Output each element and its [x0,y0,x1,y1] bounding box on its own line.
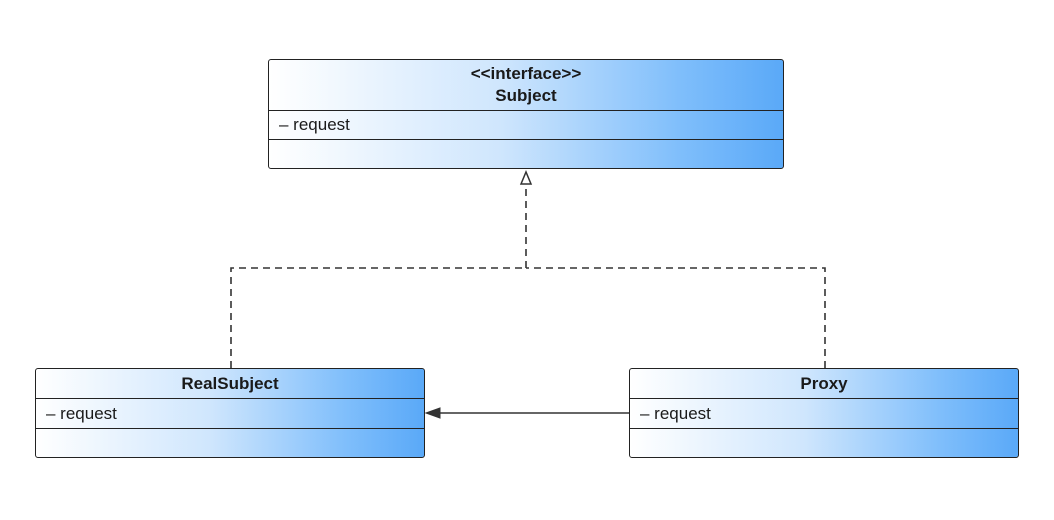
attributes-compartment: – request [630,399,1018,429]
hollow-triangle-arrowhead [519,170,533,185]
realization-branch-realsubject [230,267,526,368]
realization-branch-proxy [526,267,826,368]
attributes-compartment: – request [269,111,783,140]
class-proxy[interactable]: Proxy – request [629,368,1019,458]
attribute-item: – request [279,115,350,134]
realization-edge [230,181,826,368]
operations-compartment [630,429,1018,457]
stereotype-label: <<interface>> [470,64,582,83]
class-subject[interactable]: <<interface>> Subject – request [268,59,784,169]
operations-compartment [36,429,424,457]
class-name: Proxy [800,373,848,393]
class-realsubject[interactable]: RealSubject – request [35,368,425,458]
filled-arrowhead [424,407,441,419]
operations-compartment [269,140,783,168]
class-header: Proxy [630,369,1018,399]
class-header: RealSubject [36,369,424,399]
class-name: RealSubject [181,373,279,393]
attribute-item: – request [46,403,117,423]
attributes-compartment: – request [36,399,424,429]
attribute-item: – request [640,403,711,423]
class-name: Subject [495,86,557,105]
class-header: <<interface>> Subject [269,60,783,111]
